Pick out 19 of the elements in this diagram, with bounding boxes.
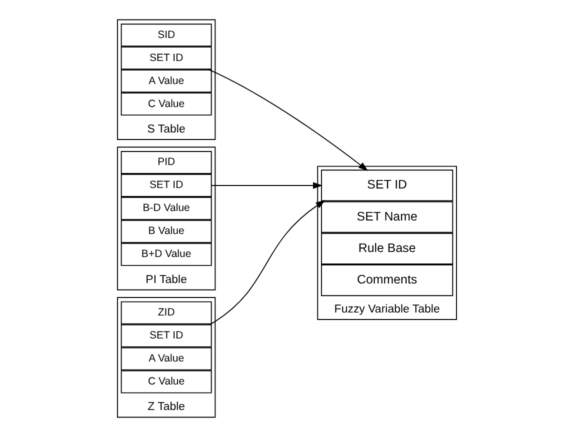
node-box: C Value (120, 92, 212, 116)
node-box: SET ID (120, 324, 212, 348)
node-box: B+D Value (120, 242, 212, 266)
node-box: B Value (120, 220, 212, 243)
node-box: SET Name (321, 201, 454, 233)
node-box: A Value (120, 70, 212, 93)
node-box: SET ID (321, 170, 454, 202)
arrow (211, 182, 323, 189)
node-box: SET ID (120, 46, 212, 70)
node-box: SID (120, 24, 212, 47)
node-box: Rule Base (321, 232, 454, 264)
node-box: Comments (321, 264, 454, 296)
node-box: A Value (120, 347, 212, 370)
arrow (206, 68, 368, 171)
node-box: B-D Value (120, 196, 212, 220)
node-box: ZID (120, 301, 212, 324)
node-box: C Value (120, 370, 212, 394)
node-box: PID (120, 150, 212, 174)
node-box: SET ID (120, 174, 212, 197)
